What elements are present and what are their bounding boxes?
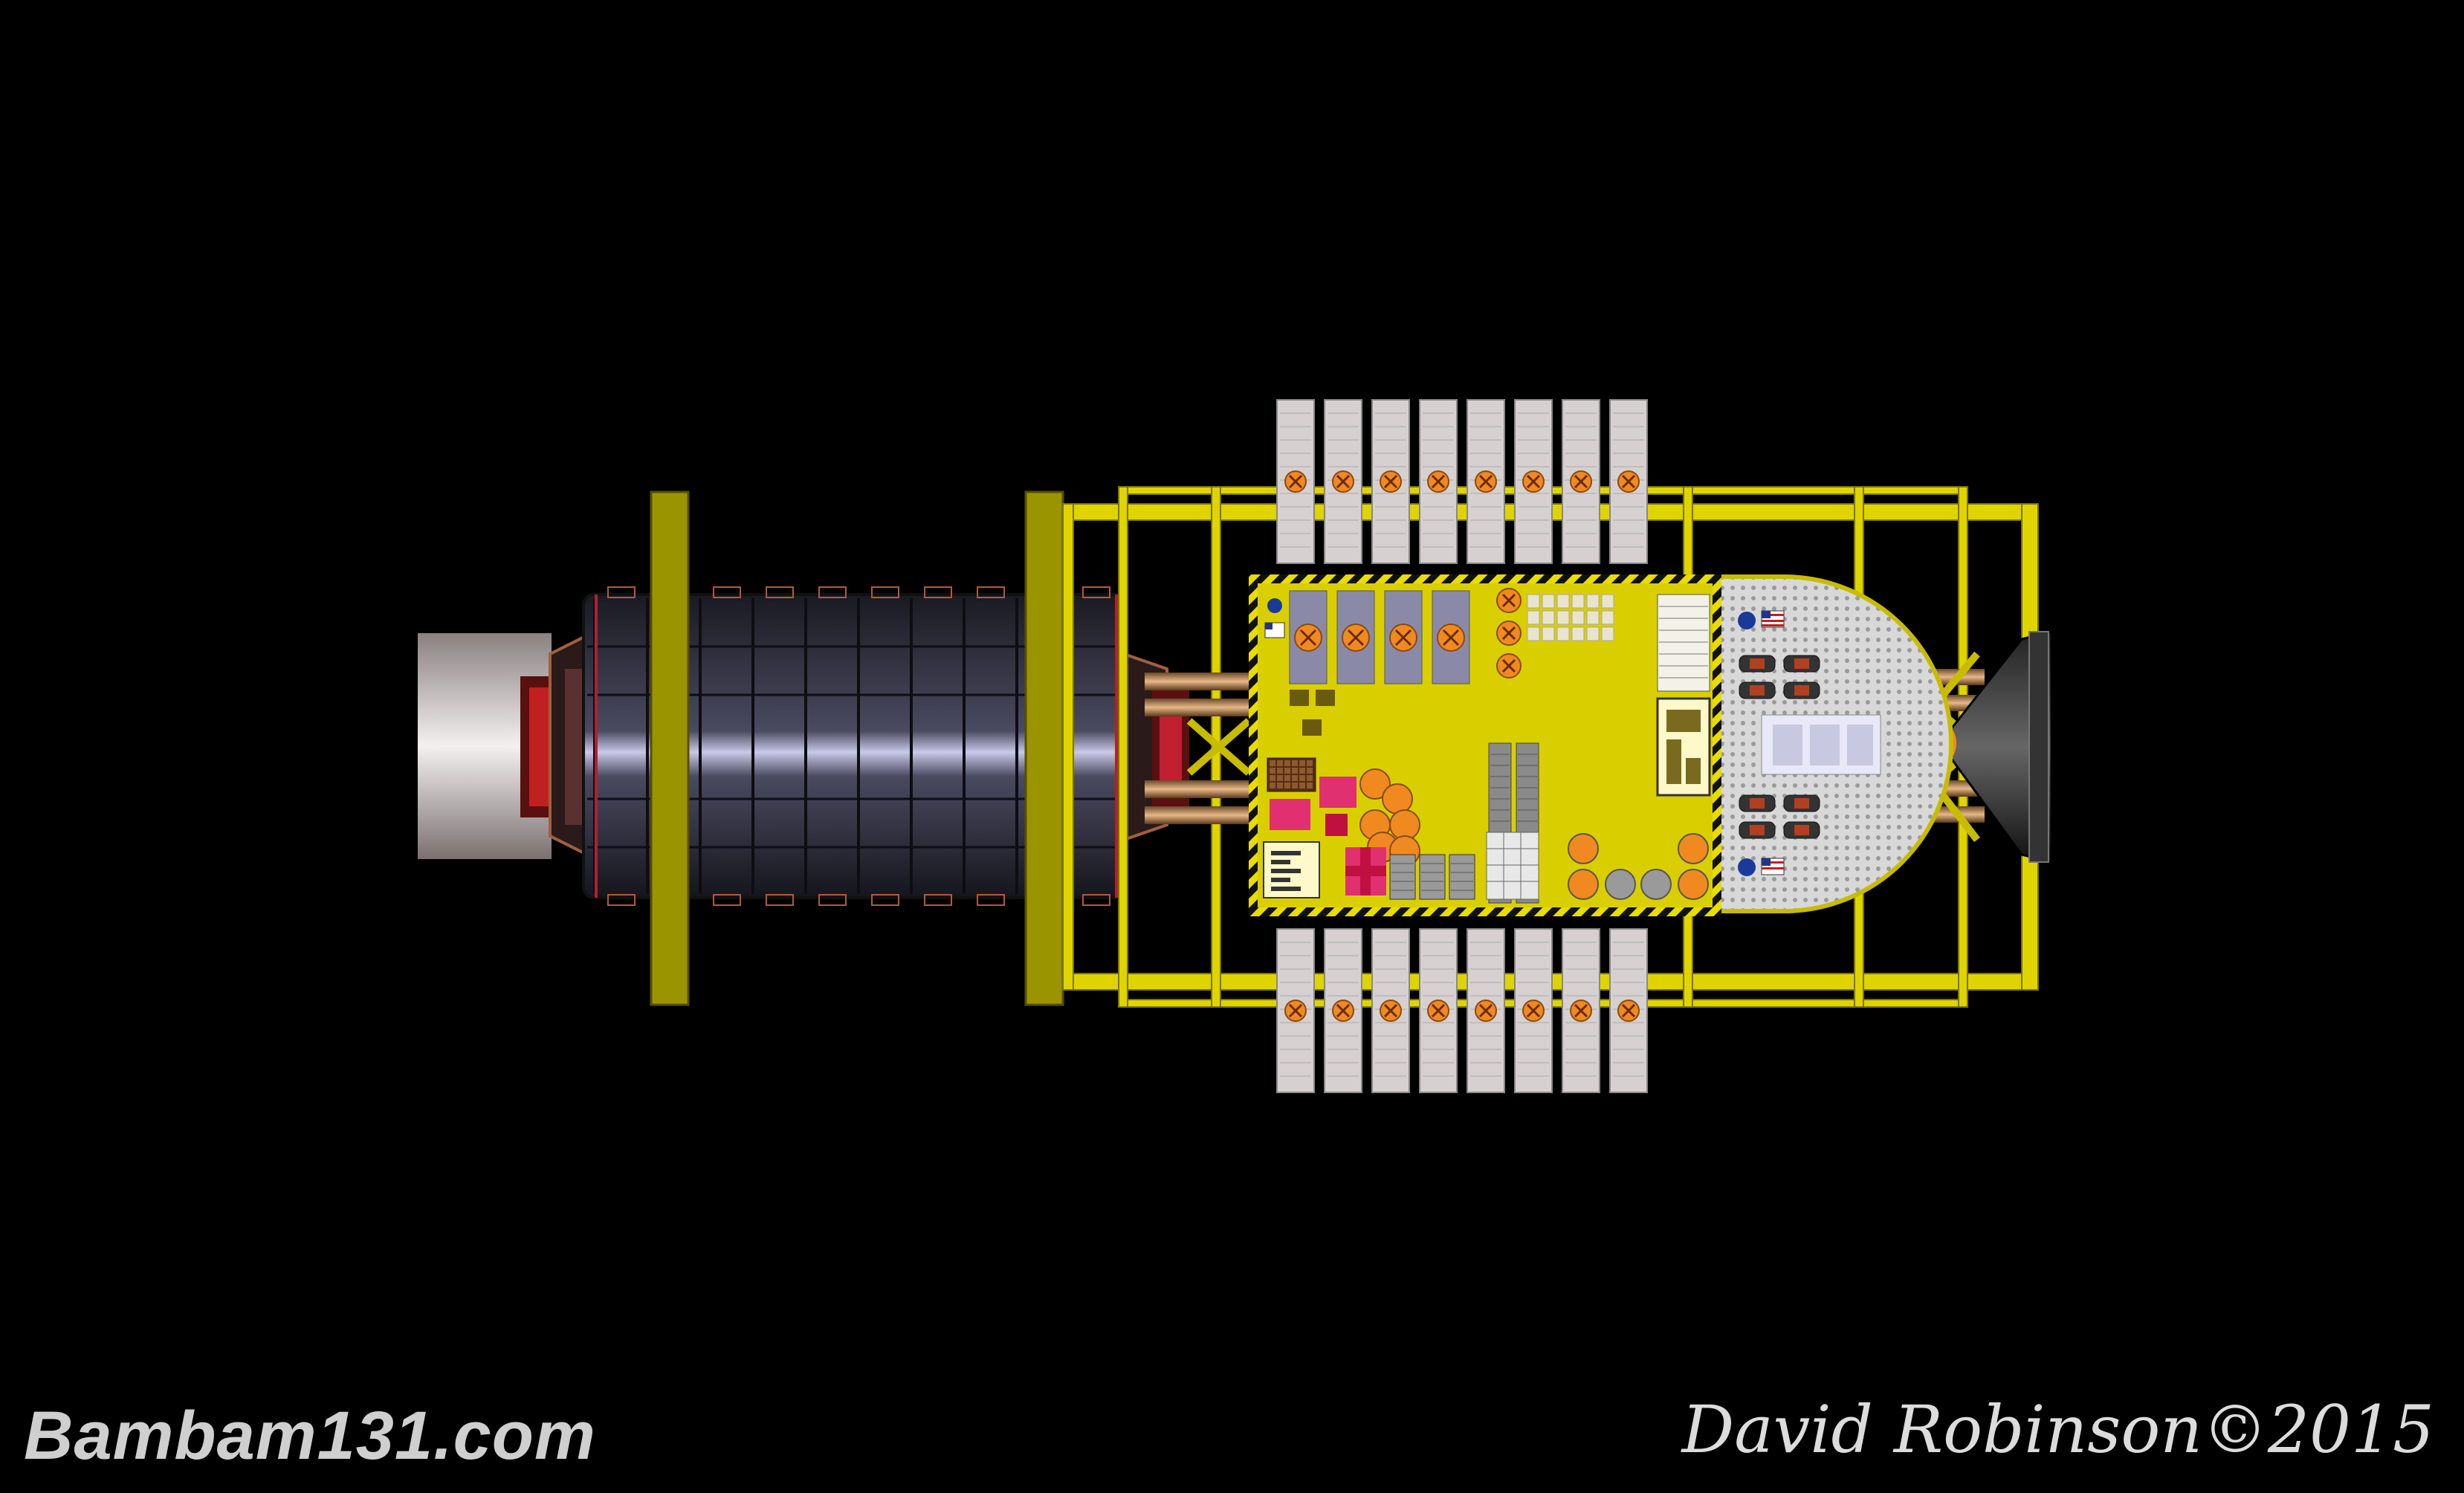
hull-latch — [713, 894, 741, 906]
x-hatch-icon — [1347, 629, 1365, 647]
x-hatch-icon — [1621, 474, 1636, 489]
storage-cell — [1571, 626, 1585, 641]
storage-cell — [1571, 610, 1585, 625]
tank-disk — [1678, 833, 1709, 864]
storage-cell — [1556, 610, 1570, 625]
x-hatch-icon — [1526, 474, 1541, 489]
us-flag-icon — [1761, 858, 1785, 875]
control-box — [1302, 719, 1322, 736]
hull-mount-struts — [650, 490, 1064, 1006]
x-hatch-icon — [1574, 474, 1588, 489]
x-hatch-icon — [1501, 593, 1516, 608]
tank-disk — [1605, 869, 1636, 900]
x-hatch-icon — [1442, 629, 1460, 647]
x-hatch-icon — [1574, 1003, 1588, 1018]
storage-cell — [1601, 610, 1614, 625]
x-hatch-icon — [1299, 629, 1317, 647]
hull-latch — [713, 586, 741, 598]
x-hatch-icon — [1526, 1003, 1541, 1018]
x-hatch-icon — [1288, 474, 1303, 489]
storage-cell — [1542, 610, 1555, 625]
tank-disk — [1568, 833, 1599, 864]
power-unit — [1325, 814, 1348, 836]
control-box — [1316, 690, 1335, 706]
storage-cell — [1527, 594, 1540, 609]
storage-bin — [1419, 854, 1446, 900]
storage-cell — [1556, 626, 1570, 641]
hull-latch — [607, 894, 636, 906]
hull-latch — [977, 586, 1005, 598]
coolant-pipes — [1145, 673, 1256, 824]
storage-cell — [1601, 626, 1614, 641]
control-box — [1290, 690, 1309, 706]
tank-disk — [1640, 869, 1672, 900]
x-hatch-icon — [1394, 629, 1412, 647]
fuel-cell — [1359, 768, 1391, 800]
hull-latch — [977, 894, 1005, 906]
x-hatch-icon — [1478, 474, 1493, 489]
storage-cell — [1527, 610, 1540, 625]
tank-disk — [1568, 869, 1599, 900]
x-hatch-icon — [1336, 1003, 1351, 1018]
hull-latch — [818, 894, 847, 906]
site-watermark: Bambam131.com — [24, 1398, 596, 1474]
x-hatch-icon — [1336, 474, 1351, 489]
x-hatch-icon — [1383, 474, 1398, 489]
radiator-panel — [1514, 928, 1553, 1093]
capsule-tanks — [1739, 655, 1820, 839]
storage-cell — [1586, 594, 1600, 609]
radiator-panel — [1276, 399, 1315, 564]
x-hatch-icon — [1431, 474, 1446, 489]
hull-latch — [924, 586, 952, 598]
agency-logo-icon — [1267, 598, 1282, 613]
storage-cell — [1601, 594, 1614, 609]
hull-latch — [871, 586, 899, 598]
x-hatch-icon — [1621, 1003, 1636, 1018]
agency-logo-icon — [1738, 612, 1756, 629]
tank-disk — [1678, 869, 1709, 900]
locker-stack — [1657, 594, 1710, 692]
agency-logo-icon — [1738, 858, 1756, 876]
radiator-array-bottom — [1276, 928, 1648, 1093]
x-hatch-icon — [1383, 1003, 1398, 1018]
deck-equipment — [1263, 588, 1711, 904]
hull-latch — [607, 586, 636, 598]
storage-cell — [1542, 594, 1555, 609]
storage-cell — [1542, 626, 1555, 641]
power-unit — [1319, 777, 1357, 808]
capsule-window-panel — [1761, 714, 1881, 775]
hull-latch — [871, 894, 899, 906]
crew-capsule — [1715, 574, 1953, 913]
x-hatch-icon — [1501, 658, 1516, 673]
artist-signature: David Robinson©2015 — [1681, 1391, 2434, 1468]
storage-cell — [1586, 610, 1600, 625]
hull-latch — [818, 586, 847, 598]
storage-cell — [1571, 594, 1585, 609]
storage-bin — [1449, 854, 1475, 900]
hull-latch — [1082, 586, 1110, 598]
x-hatch-icon — [1501, 626, 1516, 641]
equipment-deck — [1249, 574, 1721, 916]
hull-latch — [1082, 894, 1110, 906]
fuel-cell — [1382, 783, 1413, 814]
hull-latch — [766, 586, 794, 598]
hull-latch — [924, 894, 952, 906]
x-hatch-icon — [1431, 1003, 1446, 1018]
power-unit — [1270, 799, 1310, 830]
hull-latch — [766, 894, 794, 906]
x-hatch-icon — [1288, 1003, 1303, 1018]
cargo-grid — [1486, 832, 1539, 900]
storage-bin — [1389, 854, 1416, 900]
storage-cell — [1556, 594, 1570, 609]
storage-cell — [1527, 626, 1540, 641]
x-hatch-icon — [1478, 1003, 1493, 1018]
aft-tank — [418, 633, 566, 859]
storage-cell — [1586, 626, 1600, 641]
us-flag-icon — [1761, 610, 1785, 628]
radiator-array-top — [1276, 399, 1648, 564]
